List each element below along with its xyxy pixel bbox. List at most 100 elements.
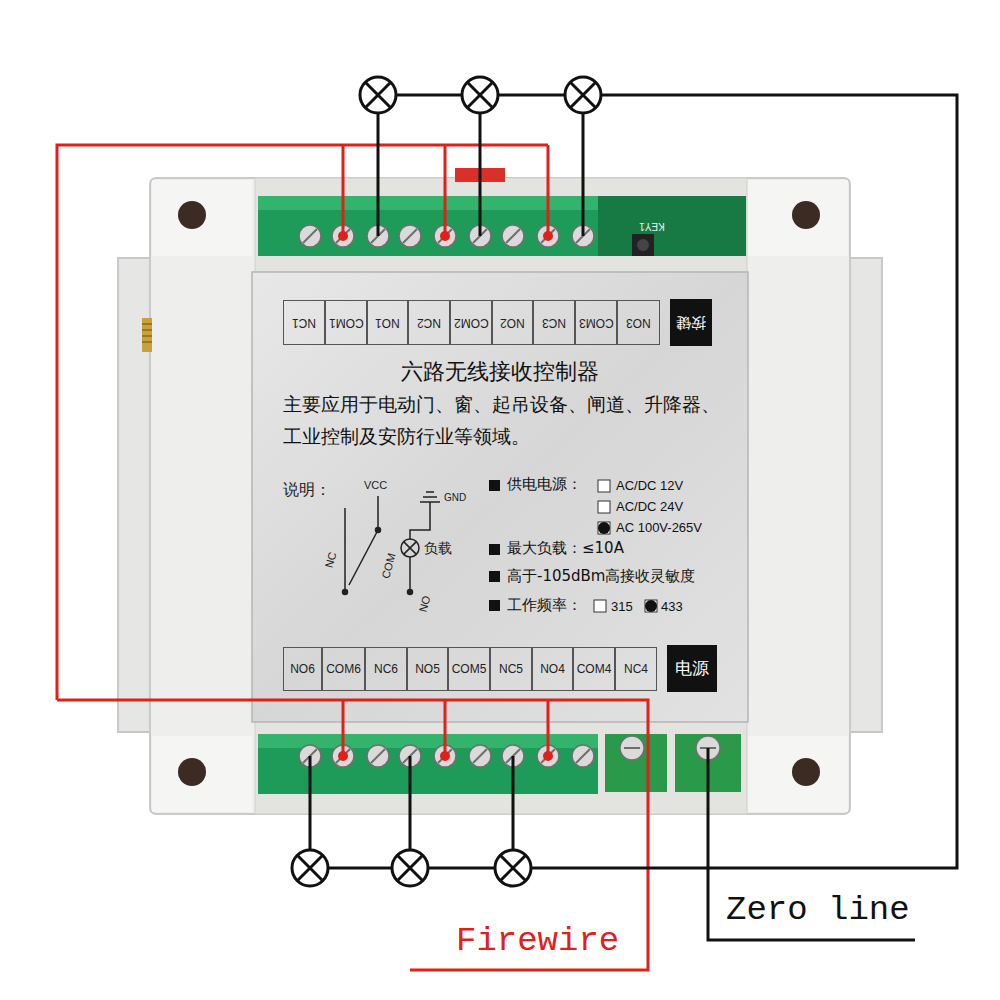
spec-option: AC 100V-265V	[616, 521, 702, 534]
live-wire	[57, 145, 548, 700]
housing	[150, 178, 850, 814]
load-label: 负载	[424, 541, 452, 555]
pin-name: NC	[324, 551, 339, 569]
lamp-symbol	[292, 850, 328, 886]
spec-option: AC/DC 12V	[616, 479, 683, 492]
relay-schematic	[401, 539, 419, 557]
wire-end-dot	[338, 231, 553, 761]
bullet-square	[489, 544, 500, 555]
terminal-label-cell: COM6	[322, 647, 365, 691]
housing	[152, 736, 252, 812]
terminal-name: NO5	[415, 663, 440, 675]
terminal-name: NO3	[626, 317, 651, 329]
housing	[792, 201, 820, 229]
lamp-symbol	[565, 77, 601, 113]
lamp-symbol	[495, 850, 531, 886]
option-checkbox	[598, 522, 610, 534]
terminal-name: COM5	[452, 663, 487, 675]
relay-schematic	[404, 542, 417, 555]
terminal-label-cell: NC3	[533, 300, 575, 345]
terminal-name: 电源	[675, 660, 709, 677]
bullet-square	[489, 480, 500, 611]
housing	[118, 168, 882, 814]
lamp-symbol	[360, 77, 396, 113]
terminal-name: NC5	[499, 663, 523, 675]
relay-schematic	[410, 502, 430, 539]
terminal-name: 按键	[676, 315, 706, 330]
terminal-label-cell: COM2	[450, 300, 492, 345]
terminal-name: COM3	[579, 317, 614, 329]
lamp-symbol	[297, 855, 322, 880]
pcb-key-marking: KEY1	[639, 221, 665, 231]
option-checkbox	[598, 501, 610, 513]
terminal-strip	[637, 239, 649, 251]
option-checkbox	[645, 600, 657, 612]
terminal-label-cell: NC1	[283, 300, 325, 345]
terminal-label-cell: NO1	[367, 300, 408, 345]
terminal-name: NC3	[542, 317, 566, 329]
wire-end-dot	[338, 231, 348, 241]
terminal-name: NC6	[374, 663, 398, 675]
lamp-symbol	[292, 77, 601, 886]
spec-item: 工作频率：	[507, 598, 582, 613]
terminal-label-cell: COM5	[448, 647, 490, 691]
option-checkbox	[594, 600, 606, 612]
relay-schematic	[343, 590, 348, 595]
antenna-coil	[142, 324, 152, 342]
terminal-label-cell: NC2	[408, 300, 450, 345]
lamp-symbol	[500, 855, 525, 880]
terminal-strip	[598, 196, 746, 256]
bullet-square	[489, 480, 500, 491]
terminal-name: COM4	[577, 663, 612, 675]
wire-end-dot	[440, 231, 450, 241]
option-checkbox	[598, 480, 610, 492]
terminal-name: COM6	[326, 663, 361, 675]
terminal-label-cell: NO2	[492, 300, 533, 345]
terminal-label-cell: COM3	[575, 300, 617, 345]
signal-name: VCC	[364, 480, 387, 491]
spec-option: AC/DC 24V	[616, 500, 683, 513]
terminal-label-cell: NO3	[617, 300, 660, 345]
housing	[178, 758, 206, 786]
relay-schematic	[349, 530, 378, 585]
relay-schematic	[409, 557, 411, 590]
spec-item: 高于-105dBm高接收灵敏度	[507, 569, 695, 584]
neutral-wire	[708, 748, 915, 940]
wire-end-dot	[338, 751, 348, 761]
terminal-label-cell: NC4	[615, 647, 657, 691]
terminal-name: NC4	[624, 663, 648, 675]
label-plate	[252, 272, 748, 722]
note-heading: 说明：	[283, 482, 331, 498]
label-plate	[252, 272, 748, 722]
terminal-name: COM1	[329, 317, 364, 329]
lamp-symbol	[392, 850, 428, 886]
bullet-square	[489, 600, 500, 611]
terminal-label-cell: NC6	[365, 647, 407, 691]
pin-name: NO	[418, 595, 433, 614]
device-description: 主要应用于电动门、窗、起吊设备、闸道、升降器、 工业控制及安防行业等领域。	[283, 388, 730, 452]
screw-slot	[624, 747, 716, 749]
neutral-wire	[310, 756, 513, 850]
housing	[848, 258, 882, 732]
housing	[118, 258, 152, 732]
antenna-coil	[142, 318, 152, 352]
antenna-coil	[142, 318, 152, 352]
terminal-strip	[632, 234, 654, 256]
option-checkbox	[645, 600, 657, 612]
lamp-symbol	[462, 77, 498, 113]
terminal-name: COM2	[454, 317, 489, 329]
relay-schematic	[344, 508, 346, 590]
neutral-wire	[310, 95, 957, 940]
live-wire	[343, 145, 548, 236]
terminal-label-cell: COM4	[573, 647, 615, 691]
spec-option: 315	[611, 600, 633, 613]
live-wire	[57, 145, 648, 970]
housing	[178, 201, 206, 229]
terminal-name: NO1	[375, 317, 400, 329]
lamp-symbol	[467, 82, 492, 107]
key-label-cell: 按键	[670, 299, 712, 346]
bullet-square	[489, 571, 500, 582]
live-wire	[343, 700, 548, 756]
